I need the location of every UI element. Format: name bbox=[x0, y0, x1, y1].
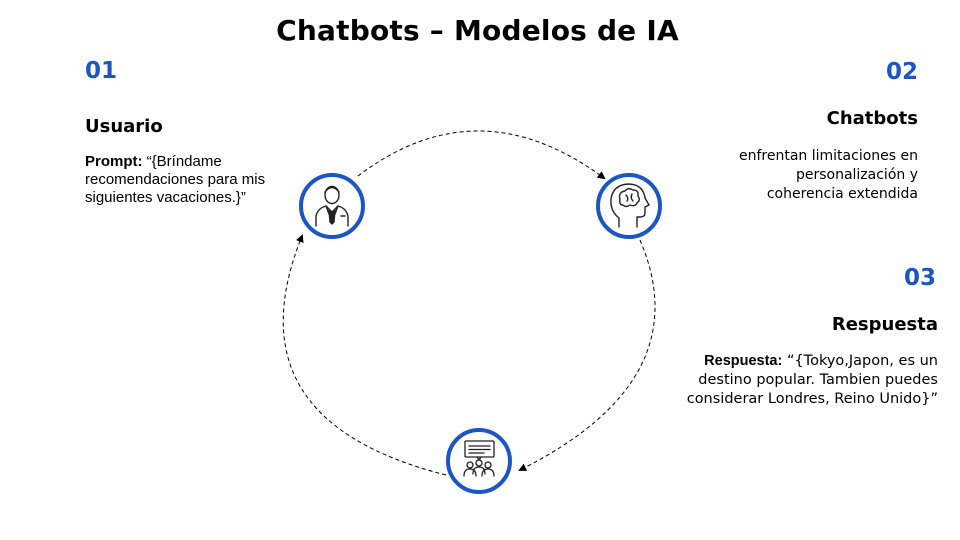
node-respuesta bbox=[446, 428, 512, 494]
step-number-02: 02 bbox=[885, 59, 918, 85]
prompt-label: Prompt: bbox=[85, 153, 143, 170]
brain-head-icon bbox=[610, 183, 650, 228]
respuesta-text-line-1: “{Tokyo,Japon, es un bbox=[786, 353, 938, 369]
step-text-chatbots: enfrentan limitaciones en personalizació… bbox=[658, 147, 918, 204]
arrow-respuesta-to-usuario bbox=[282, 234, 447, 476]
chatbots-text-line-1: enfrentan limitaciones en bbox=[739, 148, 918, 164]
respuesta-label: Respuesta: bbox=[704, 353, 783, 369]
step-text-respuesta: Respuesta: “{Tokyo,Japon, es un destino … bbox=[638, 352, 938, 409]
respuesta-text-line-2: destino popular. Tambien puedes bbox=[698, 372, 938, 388]
chatbots-text-line-2: personalización y bbox=[795, 167, 918, 183]
node-chatbots bbox=[596, 173, 662, 239]
arrow-chatbots-to-respuesta bbox=[518, 239, 656, 471]
step-heading-usuario: Usuario bbox=[85, 116, 163, 137]
prompt-text-line-1: “{Bríndame bbox=[146, 153, 222, 170]
step-number-01: 01 bbox=[85, 58, 118, 84]
prompt-text-line-3: siguientes vacaciones.}” bbox=[85, 189, 246, 206]
arrow-usuario-to-chatbots bbox=[357, 130, 606, 180]
page-title: Chatbots – Modelos de IA bbox=[276, 14, 679, 47]
respuesta-text-line-3: considerar Londres, Reino Unido}” bbox=[686, 391, 938, 407]
audience-presentation-icon bbox=[463, 440, 495, 477]
step-text-usuario: Prompt: “{Bríndame recomendaciones para … bbox=[85, 153, 300, 207]
step-heading-respuesta: Respuesta bbox=[831, 314, 938, 335]
step-number-03: 03 bbox=[903, 265, 936, 291]
businessman-icon bbox=[315, 185, 349, 227]
prompt-text-line-2: recomendaciones para mis bbox=[85, 171, 266, 188]
step-heading-chatbots: Chatbots bbox=[826, 108, 918, 129]
node-usuario bbox=[299, 173, 365, 239]
chatbots-text-line-3: coherencia extendida bbox=[766, 186, 918, 202]
